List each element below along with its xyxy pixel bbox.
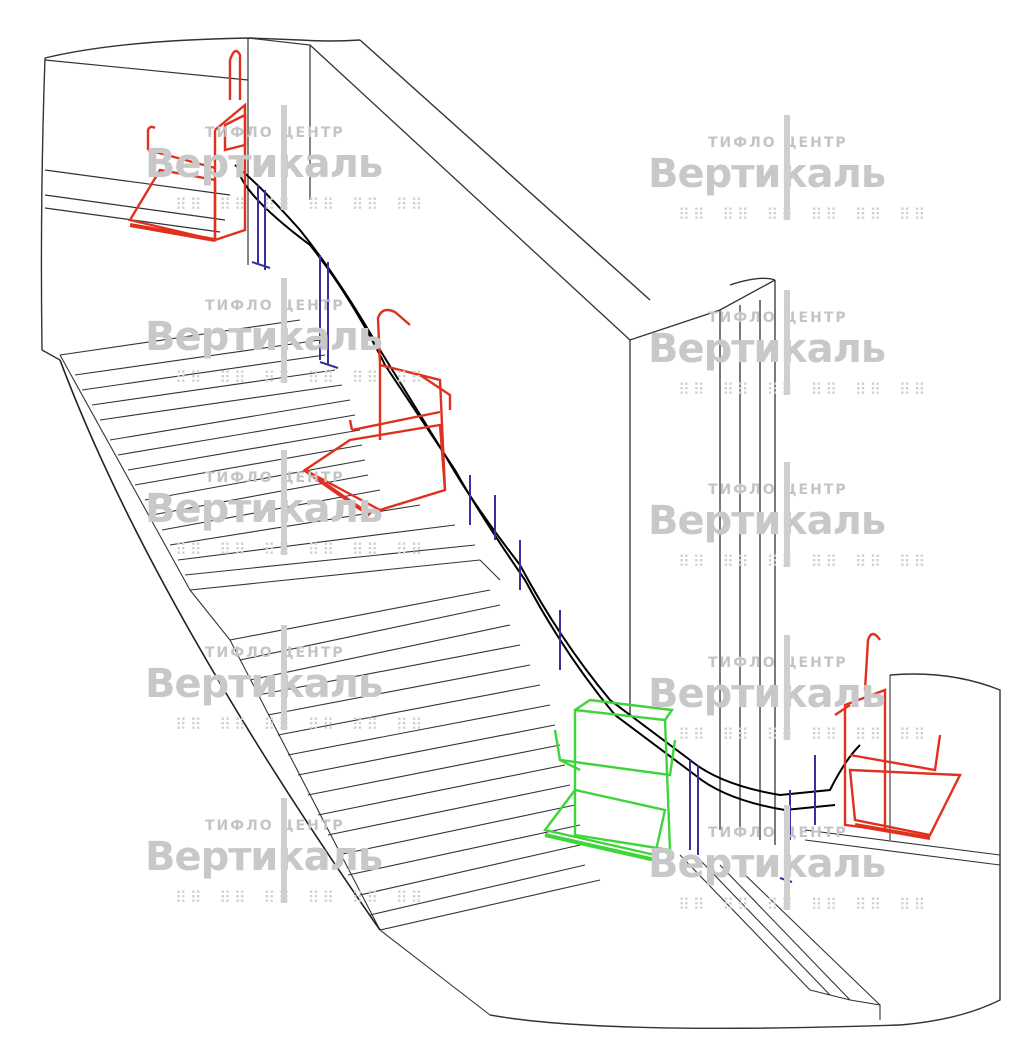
scene-boundary	[40, 37, 1001, 1030]
lower-flight	[229, 604, 601, 931]
lift-lower-landing-parked[interactable]	[834, 632, 962, 840]
rail-posts	[251, 185, 816, 883]
bottom-landing	[59, 359, 1001, 1020]
mid-landing	[189, 559, 501, 641]
guide-rail	[234, 164, 861, 812]
central-wall	[309, 44, 776, 845]
lift-upper-parked[interactable]	[128, 49, 247, 242]
upper-flight	[59, 319, 481, 591]
lift-mid-parked[interactable]	[302, 308, 452, 517]
lift-lower-active[interactable]	[542, 698, 677, 862]
